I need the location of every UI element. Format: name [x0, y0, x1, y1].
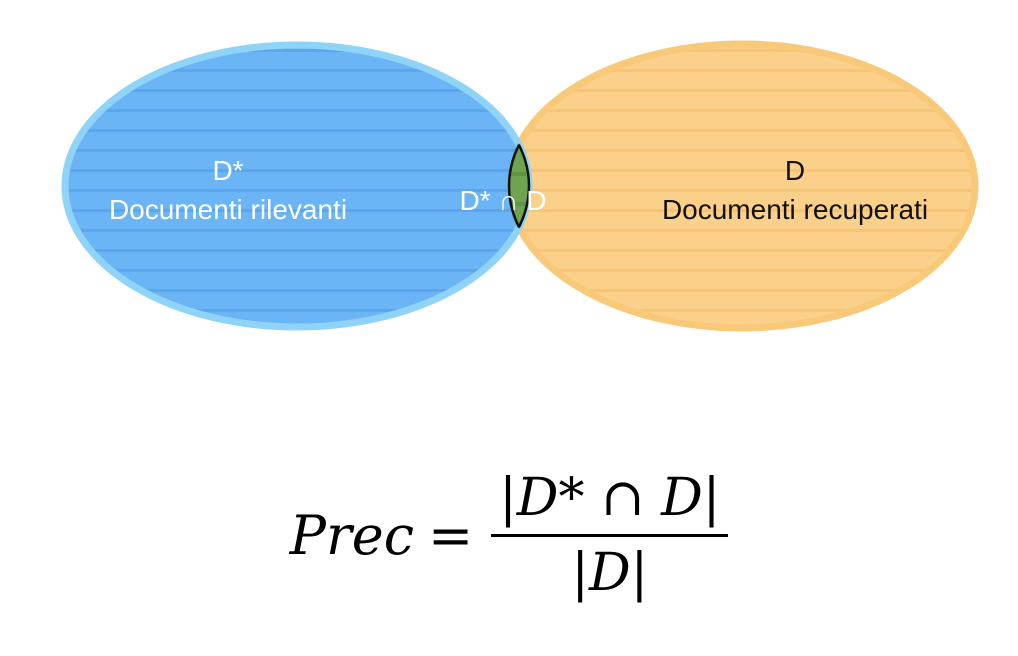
intersection-label: D* ∩ D — [459, 185, 546, 216]
left-set-description: Documenti rilevanti — [109, 194, 347, 225]
venn-diagram: D* Documenti rilevanti D* ∩ D D Document… — [61, 40, 979, 332]
formula-denominator: |D| — [571, 542, 649, 603]
left-set-symbol: D* — [212, 155, 243, 186]
right-set-description: Documenti recuperati — [662, 194, 928, 225]
formula-lhs: Prec — [289, 503, 415, 567]
formula-numerator: |D* ∩ D| — [499, 467, 721, 528]
formula-fraction: |D* ∩ D| |D| — [491, 466, 729, 605]
right-set-symbol: D — [785, 155, 805, 186]
formula-equals: = — [428, 503, 474, 567]
right-set-ellipse — [505, 40, 979, 332]
precision-formula: Prec = |D* ∩ D| |D| — [0, 445, 1018, 625]
fraction-bar — [491, 533, 729, 537]
